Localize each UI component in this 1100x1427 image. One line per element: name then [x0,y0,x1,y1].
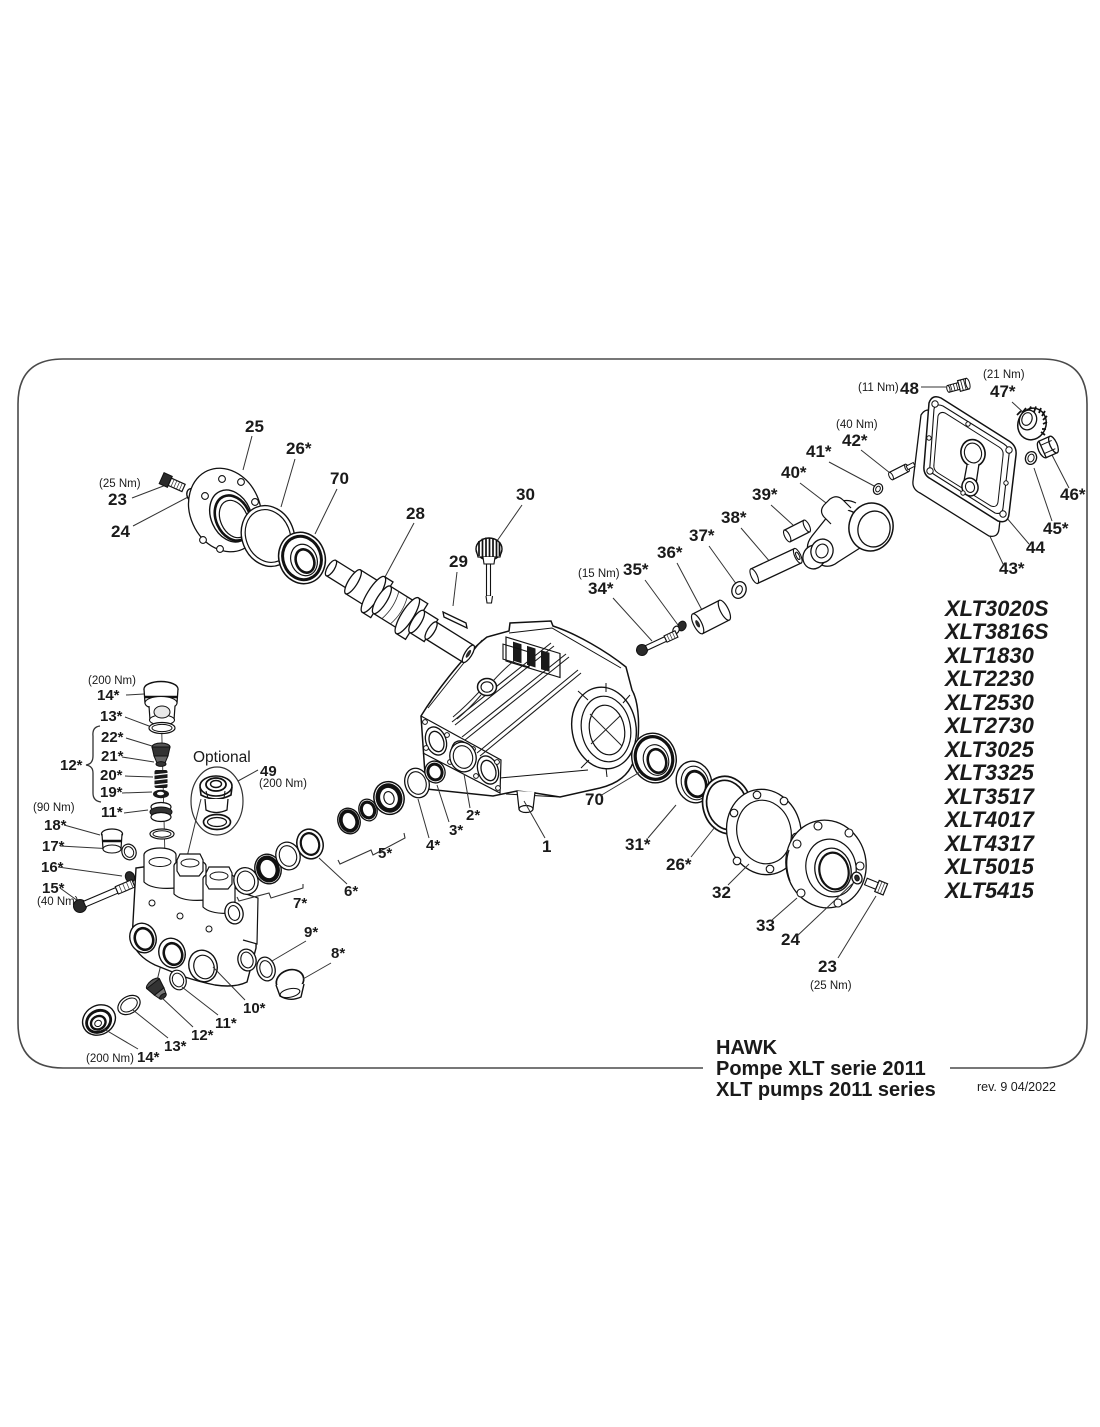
svg-text:13*: 13* [100,708,123,725]
svg-text:47*: 47* [990,382,1016,401]
svg-text:70: 70 [330,469,349,488]
svg-text:11*: 11* [215,1015,237,1032]
svg-text:20*: 20* [100,767,123,784]
svg-text:25: 25 [245,417,264,436]
svg-text:13*: 13* [164,1038,187,1055]
svg-text:70: 70 [585,790,604,809]
svg-text:1: 1 [542,837,551,856]
svg-text:XLT3325: XLT3325 [943,760,1035,785]
svg-text:18*: 18* [44,817,67,834]
svg-text:(200 Nm): (200 Nm) [259,778,307,790]
svg-text:XLT2530: XLT2530 [943,690,1035,715]
svg-text:48: 48 [900,379,919,398]
svg-text:23: 23 [108,490,127,509]
svg-text:9*: 9* [304,924,318,941]
svg-text:HAWK: HAWK [716,1037,778,1059]
svg-text:6*: 6* [344,883,358,900]
svg-text:22*: 22* [101,729,124,746]
svg-text:XLT3816S: XLT3816S [943,619,1049,644]
svg-text:16*: 16* [41,859,64,876]
svg-text:49: 49 [260,763,277,780]
svg-text:rev. 9 04/2022: rev. 9 04/2022 [977,1080,1056,1094]
svg-text:42*: 42* [842,431,868,450]
svg-text:(90 Nm): (90 Nm) [33,802,75,814]
svg-text:46*: 46* [1060,485,1086,504]
svg-text:15*: 15* [42,880,65,897]
svg-text:24: 24 [111,522,130,541]
svg-text:36*: 36* [657,543,683,562]
svg-text:(40 Nm): (40 Nm) [37,896,79,908]
svg-text:(200 Nm): (200 Nm) [88,675,136,687]
svg-text:XLT5415: XLT5415 [943,878,1035,903]
svg-text:3*: 3* [449,822,463,839]
svg-text:XLT2730: XLT2730 [943,713,1035,738]
svg-text:(21 Nm): (21 Nm) [983,369,1025,381]
svg-text:XLT3025: XLT3025 [943,737,1035,762]
svg-text:XLT pumps 2011 series: XLT pumps 2011 series [716,1079,936,1101]
svg-text:(25 Nm): (25 Nm) [99,478,141,490]
svg-text:XLT1830: XLT1830 [943,643,1035,668]
svg-text:XLT5015: XLT5015 [943,854,1035,879]
svg-text:XLT3517: XLT3517 [943,784,1036,809]
svg-text:23: 23 [818,957,837,976]
svg-text:38*: 38* [721,508,747,527]
svg-text:2*: 2* [466,807,480,824]
svg-text:44: 44 [1026,538,1045,557]
svg-text:8*: 8* [331,945,345,962]
svg-text:(11 Nm): (11 Nm) [858,382,899,394]
svg-text:(200 Nm): (200 Nm) [86,1053,134,1065]
svg-text:7*: 7* [293,895,307,912]
svg-text:32: 32 [712,883,731,902]
svg-text:(40 Nm): (40 Nm) [836,419,878,431]
svg-text:45*: 45* [1043,519,1069,538]
svg-text:11*: 11* [101,804,123,821]
svg-text:10*: 10* [243,1000,266,1017]
svg-text:12*: 12* [191,1027,214,1044]
svg-text:4*: 4* [426,837,440,854]
svg-text:26*: 26* [286,439,312,458]
svg-text:37*: 37* [689,526,715,545]
svg-text:26*: 26* [666,855,692,874]
svg-text:14*: 14* [97,687,120,704]
svg-text:34*: 34* [588,579,614,598]
svg-text:24: 24 [781,930,800,949]
svg-text:29: 29 [449,552,468,571]
svg-text:21*: 21* [101,748,124,765]
svg-text:31*: 31* [625,835,651,854]
svg-text:19*: 19* [100,784,123,801]
svg-text:43*: 43* [999,559,1025,578]
svg-text:14*: 14* [137,1049,160,1066]
svg-text:XLT2230: XLT2230 [943,666,1035,691]
svg-text:17*: 17* [42,838,65,855]
svg-text:XLT4317: XLT4317 [943,831,1036,856]
svg-text:Pompe XLT serie 2011: Pompe XLT serie 2011 [716,1058,926,1080]
svg-text:(15 Nm): (15 Nm) [578,568,620,580]
svg-text:(25 Nm): (25 Nm) [810,980,852,992]
svg-text:5*: 5* [378,845,392,862]
svg-text:41*: 41* [806,442,832,461]
svg-text:28: 28 [406,504,425,523]
svg-text:XLT4017: XLT4017 [943,807,1036,832]
svg-text:35*: 35* [623,560,649,579]
svg-text:40*: 40* [781,463,807,482]
svg-text:12*: 12* [60,757,83,774]
svg-text:Optional: Optional [193,749,251,766]
svg-text:XLT3020S: XLT3020S [943,596,1049,621]
svg-text:39*: 39* [752,485,778,504]
svg-text:33: 33 [756,916,775,935]
svg-text:30: 30 [516,485,535,504]
